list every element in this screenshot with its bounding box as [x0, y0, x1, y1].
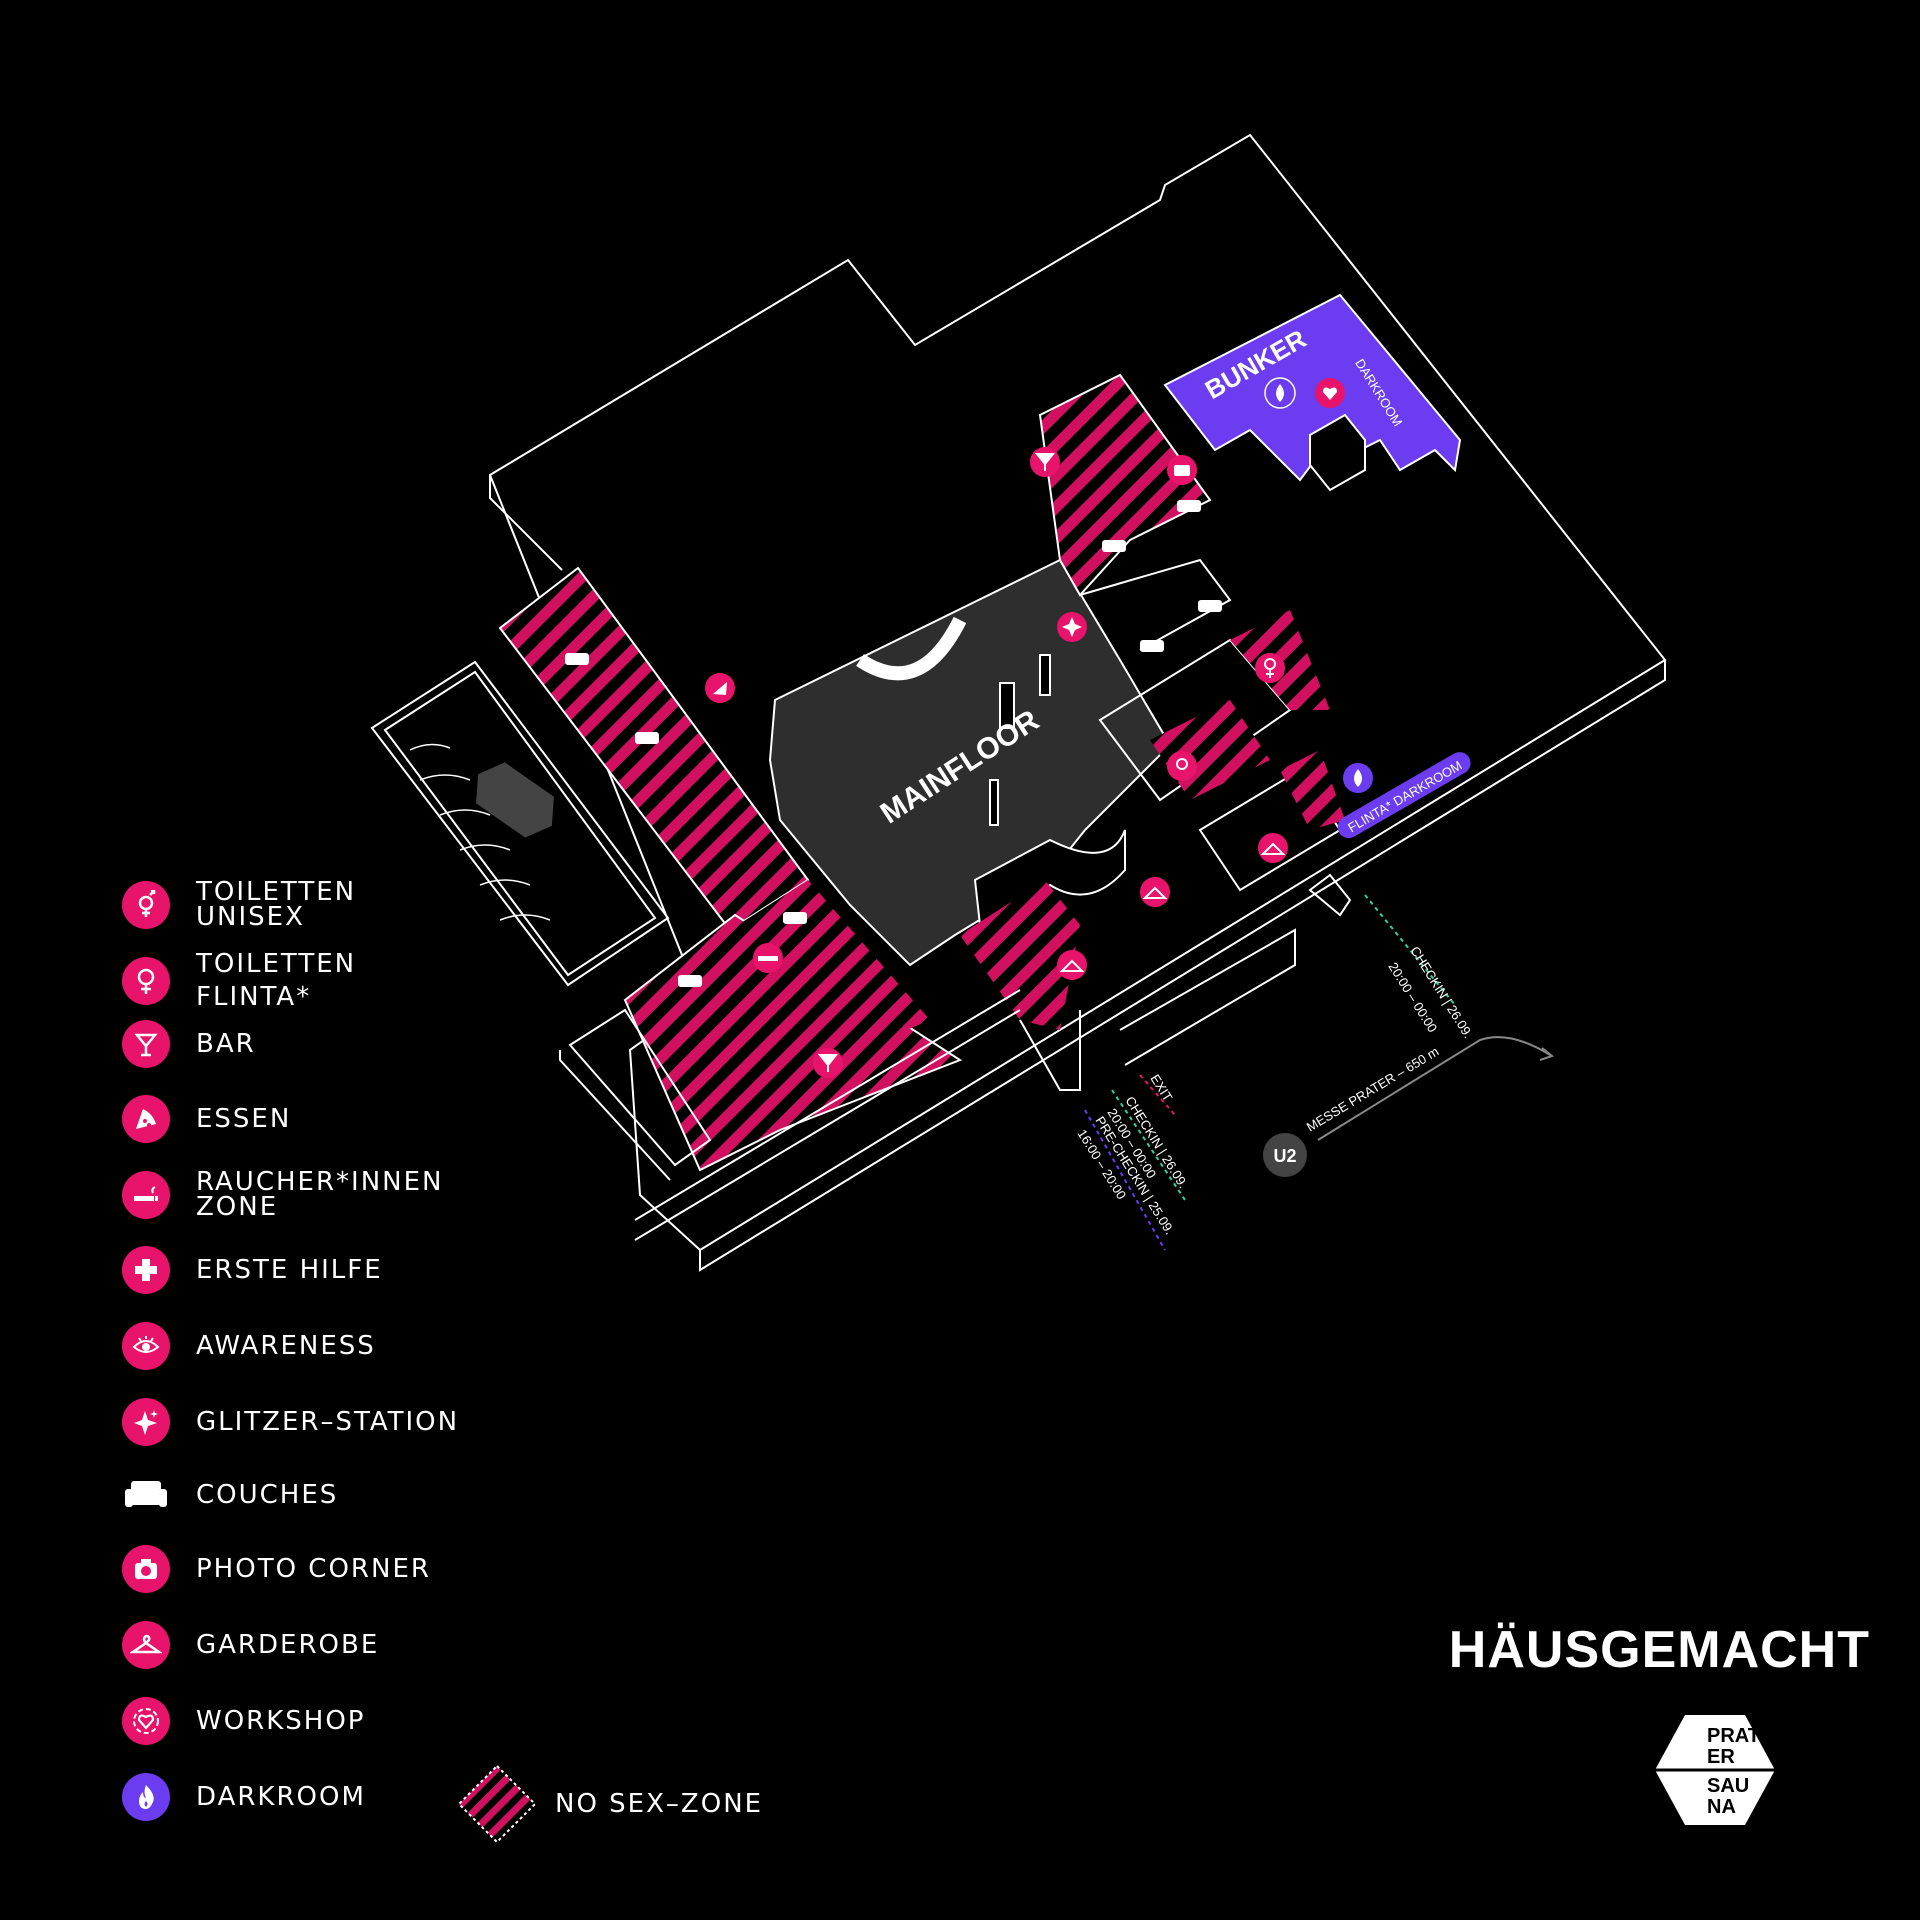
hanger-icon — [1140, 877, 1170, 907]
pizza-icon — [705, 673, 735, 703]
cocktail-icon — [122, 1020, 170, 1068]
legend-item-darkroom: DARKROOM — [122, 1773, 366, 1821]
cocktail-icon — [1030, 447, 1060, 477]
south-wall — [634, 989, 1021, 1241]
cigarette-icon — [122, 1171, 170, 1219]
pillars — [989, 654, 1051, 826]
legend-item-no-sex-zone: NO SEX–ZONE — [457, 1764, 763, 1844]
pool — [370, 660, 670, 987]
entrance-walls — [1019, 873, 1352, 1091]
garderobe-no-sex-zone — [1280, 750, 1345, 830]
svg-text:MESSE PRATER – 650 m: MESSE PRATER – 650 m — [1304, 1044, 1442, 1135]
legend-label-line: UNISEX — [196, 902, 305, 932]
u2-station-marker: U2 — [1263, 1133, 1307, 1177]
camera-icon — [1167, 455, 1197, 485]
legend-label-line: ZONE — [196, 1192, 279, 1222]
logo-line-1: PRAT — [1707, 1725, 1760, 1747]
eye-icon — [122, 1322, 170, 1370]
svg-text:U2: U2 — [1273, 1146, 1296, 1166]
flame-icon — [1264, 377, 1296, 409]
legend-label-line: ERSTE HILFE — [196, 1254, 383, 1285]
cigarette-icon — [753, 943, 783, 973]
hanger-icon — [1258, 833, 1288, 863]
upper-corridor-no-sex-zone — [1038, 373, 1212, 597]
female-toilet-icon — [1255, 653, 1285, 683]
cocktail-icon — [813, 1048, 843, 1078]
flinta-darkroom-label: FLINTA* DARKROOM — [1337, 752, 1471, 839]
legend-label-line: FLINTA* — [196, 982, 312, 1012]
legend-item-erste-hilfe: ERSTE HILFE — [122, 1246, 383, 1294]
building-outline — [488, 133, 1667, 1272]
transit-route: MESSE PRATER – 650 m — [1304, 1036, 1555, 1141]
terrace-no-sex-zone — [498, 566, 810, 932]
corridor-no-sex-zone — [730, 880, 930, 1050]
legend-label-line: GARDEROBE — [196, 1629, 380, 1660]
first-aid-icon — [122, 1246, 170, 1294]
workshop-heart-icon — [122, 1697, 170, 1745]
flame-icon — [122, 1773, 170, 1821]
sparkle-icon — [122, 1398, 170, 1446]
legend-item-bar: BAR — [122, 1020, 256, 1068]
map-markers — [565, 377, 1373, 1078]
logo-line-4: NA — [1707, 1796, 1736, 1818]
female-toilet-icon — [122, 957, 170, 1005]
legend-label-line: PHOTO CORNER — [196, 1553, 431, 1584]
legend-item-couches: COUCHES — [122, 1471, 338, 1519]
entrance-no-sex-zone — [960, 880, 1080, 1030]
bottom-entrance-info: EXIT CHECKIN | 26.09. 20:00 – 00:00 PRE-… — [1074, 1072, 1191, 1251]
toilet-no-sex-zone — [1150, 700, 1270, 800]
logo-line-3: SAU — [1707, 1775, 1749, 1797]
hausgemacht-logo: HÄUSGEMACHT — [1448, 1621, 1870, 1679]
legend-item-workshop: WORKSHOP — [122, 1697, 366, 1745]
legend-item-essen: ESSEN — [122, 1095, 291, 1143]
dj-booth — [856, 616, 967, 681]
pizza-icon — [122, 1095, 170, 1143]
legend-label-line: RAUCHER*INNEN — [196, 1167, 444, 1197]
pool-logo-watermark — [476, 762, 554, 838]
sparkle-icon — [1057, 612, 1087, 642]
legend-label-line: DARKROOM — [196, 1781, 366, 1812]
legend-label-line: TOILETTEN — [196, 949, 357, 979]
legend-label-line: WORKSHOP — [196, 1705, 366, 1736]
bar-area-no-sex-zone — [623, 913, 963, 1172]
bunker-inner-room — [1309, 413, 1366, 492]
unisex-toilet-icon — [122, 881, 170, 929]
workshop-heart-icon — [1315, 378, 1345, 408]
legend-label-line: COUCHES — [196, 1479, 339, 1510]
right-entrance-info: CHECKIN | 26.09. 20:00 – 00:00 — [1364, 894, 1476, 1041]
legend-label-line: GLITZER–STATION — [196, 1406, 460, 1437]
hanger-icon — [122, 1621, 170, 1669]
unisex-toilet-icon — [1167, 751, 1197, 781]
legend-label-line: BAR — [196, 1028, 256, 1059]
lower-terrace — [559, 1008, 712, 1181]
legend-label-line: TOILETTEN — [196, 877, 357, 907]
legend-item-awareness: AWARENESS — [122, 1322, 376, 1370]
legend-item-garderobe: GARDEROBE — [122, 1621, 379, 1669]
legend-item-glitzer: GLITZER–STATION — [122, 1398, 459, 1446]
legend-label-line: ESSEN — [196, 1103, 292, 1134]
legend-label-line: AWARENESS — [196, 1330, 376, 1361]
hanger-icon — [1057, 950, 1087, 980]
flame-icon — [1343, 763, 1373, 793]
bunker-area — [1163, 293, 1462, 482]
striped-diamond-icon — [457, 1764, 537, 1844]
no-sex-zone-label: NO SEX–ZONE — [555, 1788, 764, 1819]
legend-item-photo: PHOTO CORNER — [122, 1545, 431, 1593]
logo-line-2: ER — [1707, 1746, 1735, 1768]
camera-icon — [122, 1545, 170, 1593]
prater-sauna-logo: PRAT ER SAU NA — [1655, 1715, 1775, 1825]
couch-icon — [565, 500, 1222, 987]
couch-icon — [122, 1471, 170, 1519]
